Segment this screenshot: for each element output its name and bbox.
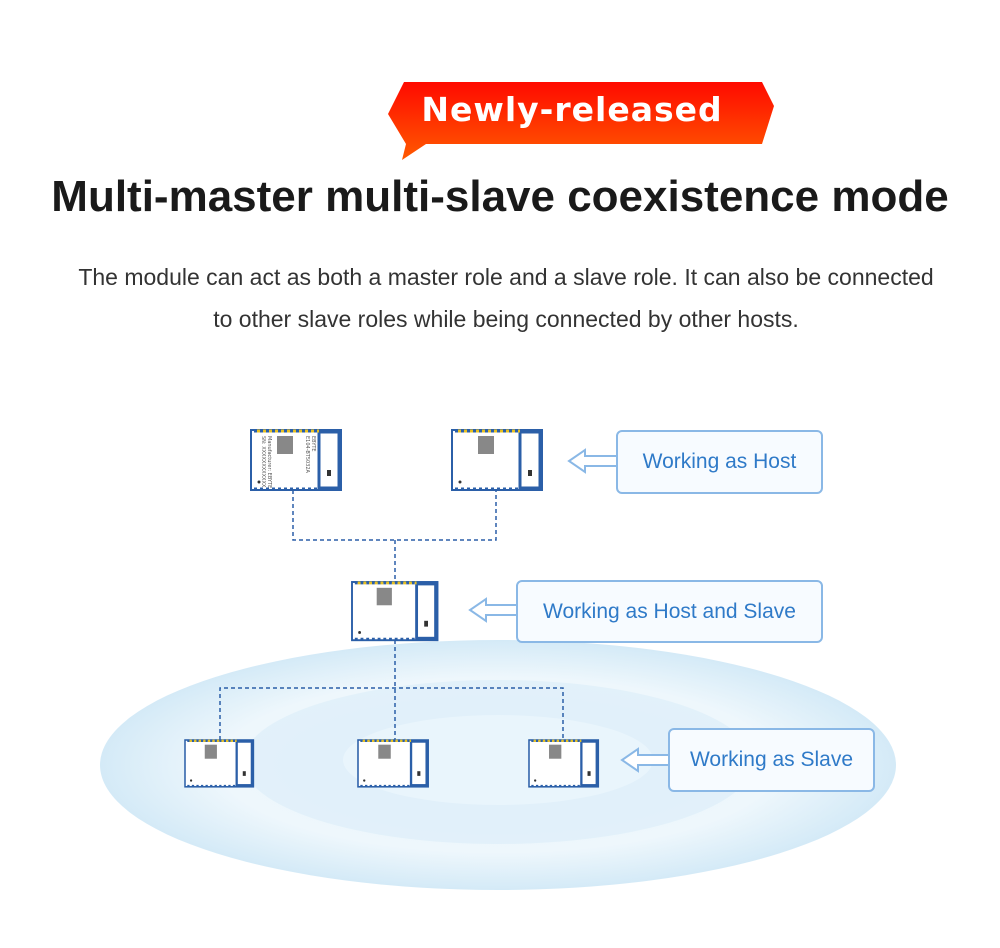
- label-working-as-host: Working as Host: [616, 430, 823, 494]
- svg-text:Manufacturer: EBYTE: Manufacturer: EBYTE: [266, 436, 272, 488]
- connection-lines: [219, 490, 564, 740]
- module-host-2: [450, 428, 544, 492]
- newly-released-badge: [388, 82, 774, 160]
- label-working-as-host-and-slave: Working as Host and Slave: [516, 580, 823, 643]
- module-slave-1: [183, 738, 255, 788]
- svg-text:E104-BT5032A: E104-BT5032A: [304, 436, 310, 474]
- module-print-text: EBYTE E104-BT5032A Manufacturer: EBYTE S…: [260, 436, 316, 488]
- description-line-1: The module can act as both a master role…: [78, 264, 934, 290]
- module-host-slave: [350, 580, 439, 642]
- label-working-as-slave: Working as Slave: [668, 728, 875, 792]
- badge-text: Newly-released: [421, 90, 723, 129]
- description-line-2: to other slave roles while being connect…: [213, 306, 799, 332]
- description: The module can act as both a master role…: [30, 256, 982, 340]
- svg-text:SN: XXXXXXXXXXXX: SN: XXXXXXXXXXXX: [260, 436, 266, 488]
- module-slave-2: [356, 738, 430, 788]
- arrow-left-icon: [468, 448, 669, 773]
- module-slave-3: [527, 738, 600, 788]
- page-title: Multi-master multi-slave coexistence mod…: [51, 172, 949, 221]
- svg-text:EBYTE: EBYTE: [310, 436, 316, 452]
